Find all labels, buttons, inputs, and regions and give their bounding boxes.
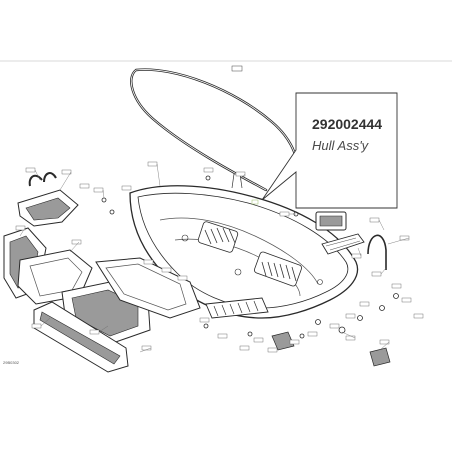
ref-label[interactable]	[239, 345, 250, 351]
ref-label[interactable]	[141, 345, 152, 351]
ref-label[interactable]	[199, 317, 210, 323]
fastener-part[interactable]	[357, 315, 363, 321]
fastener-part[interactable]	[101, 197, 107, 203]
ref-label[interactable]	[413, 313, 424, 319]
ref-label[interactable]	[279, 211, 290, 217]
fastener-part[interactable]	[315, 319, 321, 325]
ref-label[interactable]	[345, 335, 356, 341]
ref-label[interactable]	[231, 65, 243, 72]
ref-label[interactable]	[61, 169, 72, 175]
ref-label[interactable]	[307, 331, 318, 337]
ref-label[interactable]	[177, 275, 188, 281]
seat-bracket-shade	[25, 197, 71, 221]
drain-plug-mark	[234, 268, 242, 276]
handle-clip-part[interactable]	[28, 172, 57, 187]
ref-label[interactable]	[391, 283, 402, 289]
ref-label[interactable]	[351, 253, 362, 259]
drain-plug-mark	[317, 279, 323, 285]
ref-label[interactable]	[161, 267, 172, 273]
ref-label[interactable]	[89, 329, 100, 335]
intake-grate-slots	[213, 300, 259, 317]
intake-grate-part[interactable]	[205, 297, 269, 319]
ref-label[interactable]	[289, 339, 300, 345]
storage-bin-shade	[319, 215, 343, 227]
hull-callout	[261, 92, 398, 209]
ref-label[interactable]	[401, 297, 412, 303]
ref-label[interactable]	[253, 337, 264, 343]
ref-label[interactable]	[329, 323, 340, 329]
plate-part[interactable]	[271, 331, 295, 351]
fastener-part[interactable]	[338, 326, 346, 334]
bracket-part[interactable]	[369, 347, 391, 367]
ref-label[interactable]	[143, 259, 154, 265]
tunnel-ribs	[261, 261, 297, 282]
fastener-part[interactable]	[205, 175, 211, 181]
ref-label[interactable]	[93, 187, 104, 193]
ref-label[interactable]	[251, 199, 259, 205]
drain-plug-mark	[181, 234, 189, 242]
floor-liner-detail	[29, 257, 83, 297]
ref-label[interactable]	[371, 271, 382, 277]
hull-deck-edge	[137, 192, 349, 309]
left-parts-group	[3, 172, 201, 373]
fastener-part[interactable]	[247, 331, 253, 337]
fastener-part[interactable]	[379, 305, 385, 311]
seal-strip-part[interactable]	[130, 68, 300, 192]
ref-label[interactable]	[147, 161, 158, 167]
ref-label[interactable]	[31, 323, 42, 329]
leader-lines	[19, 163, 410, 353]
fastener-part[interactable]	[393, 293, 399, 299]
ref-label[interactable]	[121, 185, 132, 191]
fastener-part[interactable]	[109, 209, 115, 215]
ref-label[interactable]	[345, 313, 356, 319]
drawing-code-label: 29B0302	[3, 360, 20, 365]
ref-label[interactable]	[359, 301, 370, 307]
ref-label[interactable]	[203, 167, 214, 173]
ref-label[interactable]	[217, 333, 228, 339]
ref-label[interactable]	[267, 347, 278, 353]
ref-label[interactable]	[79, 183, 90, 189]
ref-label[interactable]	[25, 167, 36, 173]
mount-ribs	[204, 227, 236, 245]
grab-handle-part[interactable]	[367, 234, 387, 270]
ref-label[interactable]	[15, 225, 26, 231]
hull-inner-ridge	[159, 217, 319, 285]
ref-label[interactable]	[369, 217, 380, 223]
ref-label[interactable]	[71, 239, 82, 245]
fastener-part[interactable]	[203, 323, 209, 329]
fastener-part[interactable]	[299, 333, 305, 339]
callout-box	[261, 92, 398, 209]
part-description-label: Hull Ass'y	[312, 138, 369, 153]
footwell-tray-detail	[105, 263, 187, 311]
footwell-tray-part[interactable]	[95, 257, 201, 319]
reference-tags	[15, 161, 424, 353]
part-number-label[interactable]: 292002444	[312, 116, 383, 132]
rub-rail-shade	[39, 311, 121, 365]
trim-strip-lines	[325, 237, 361, 251]
